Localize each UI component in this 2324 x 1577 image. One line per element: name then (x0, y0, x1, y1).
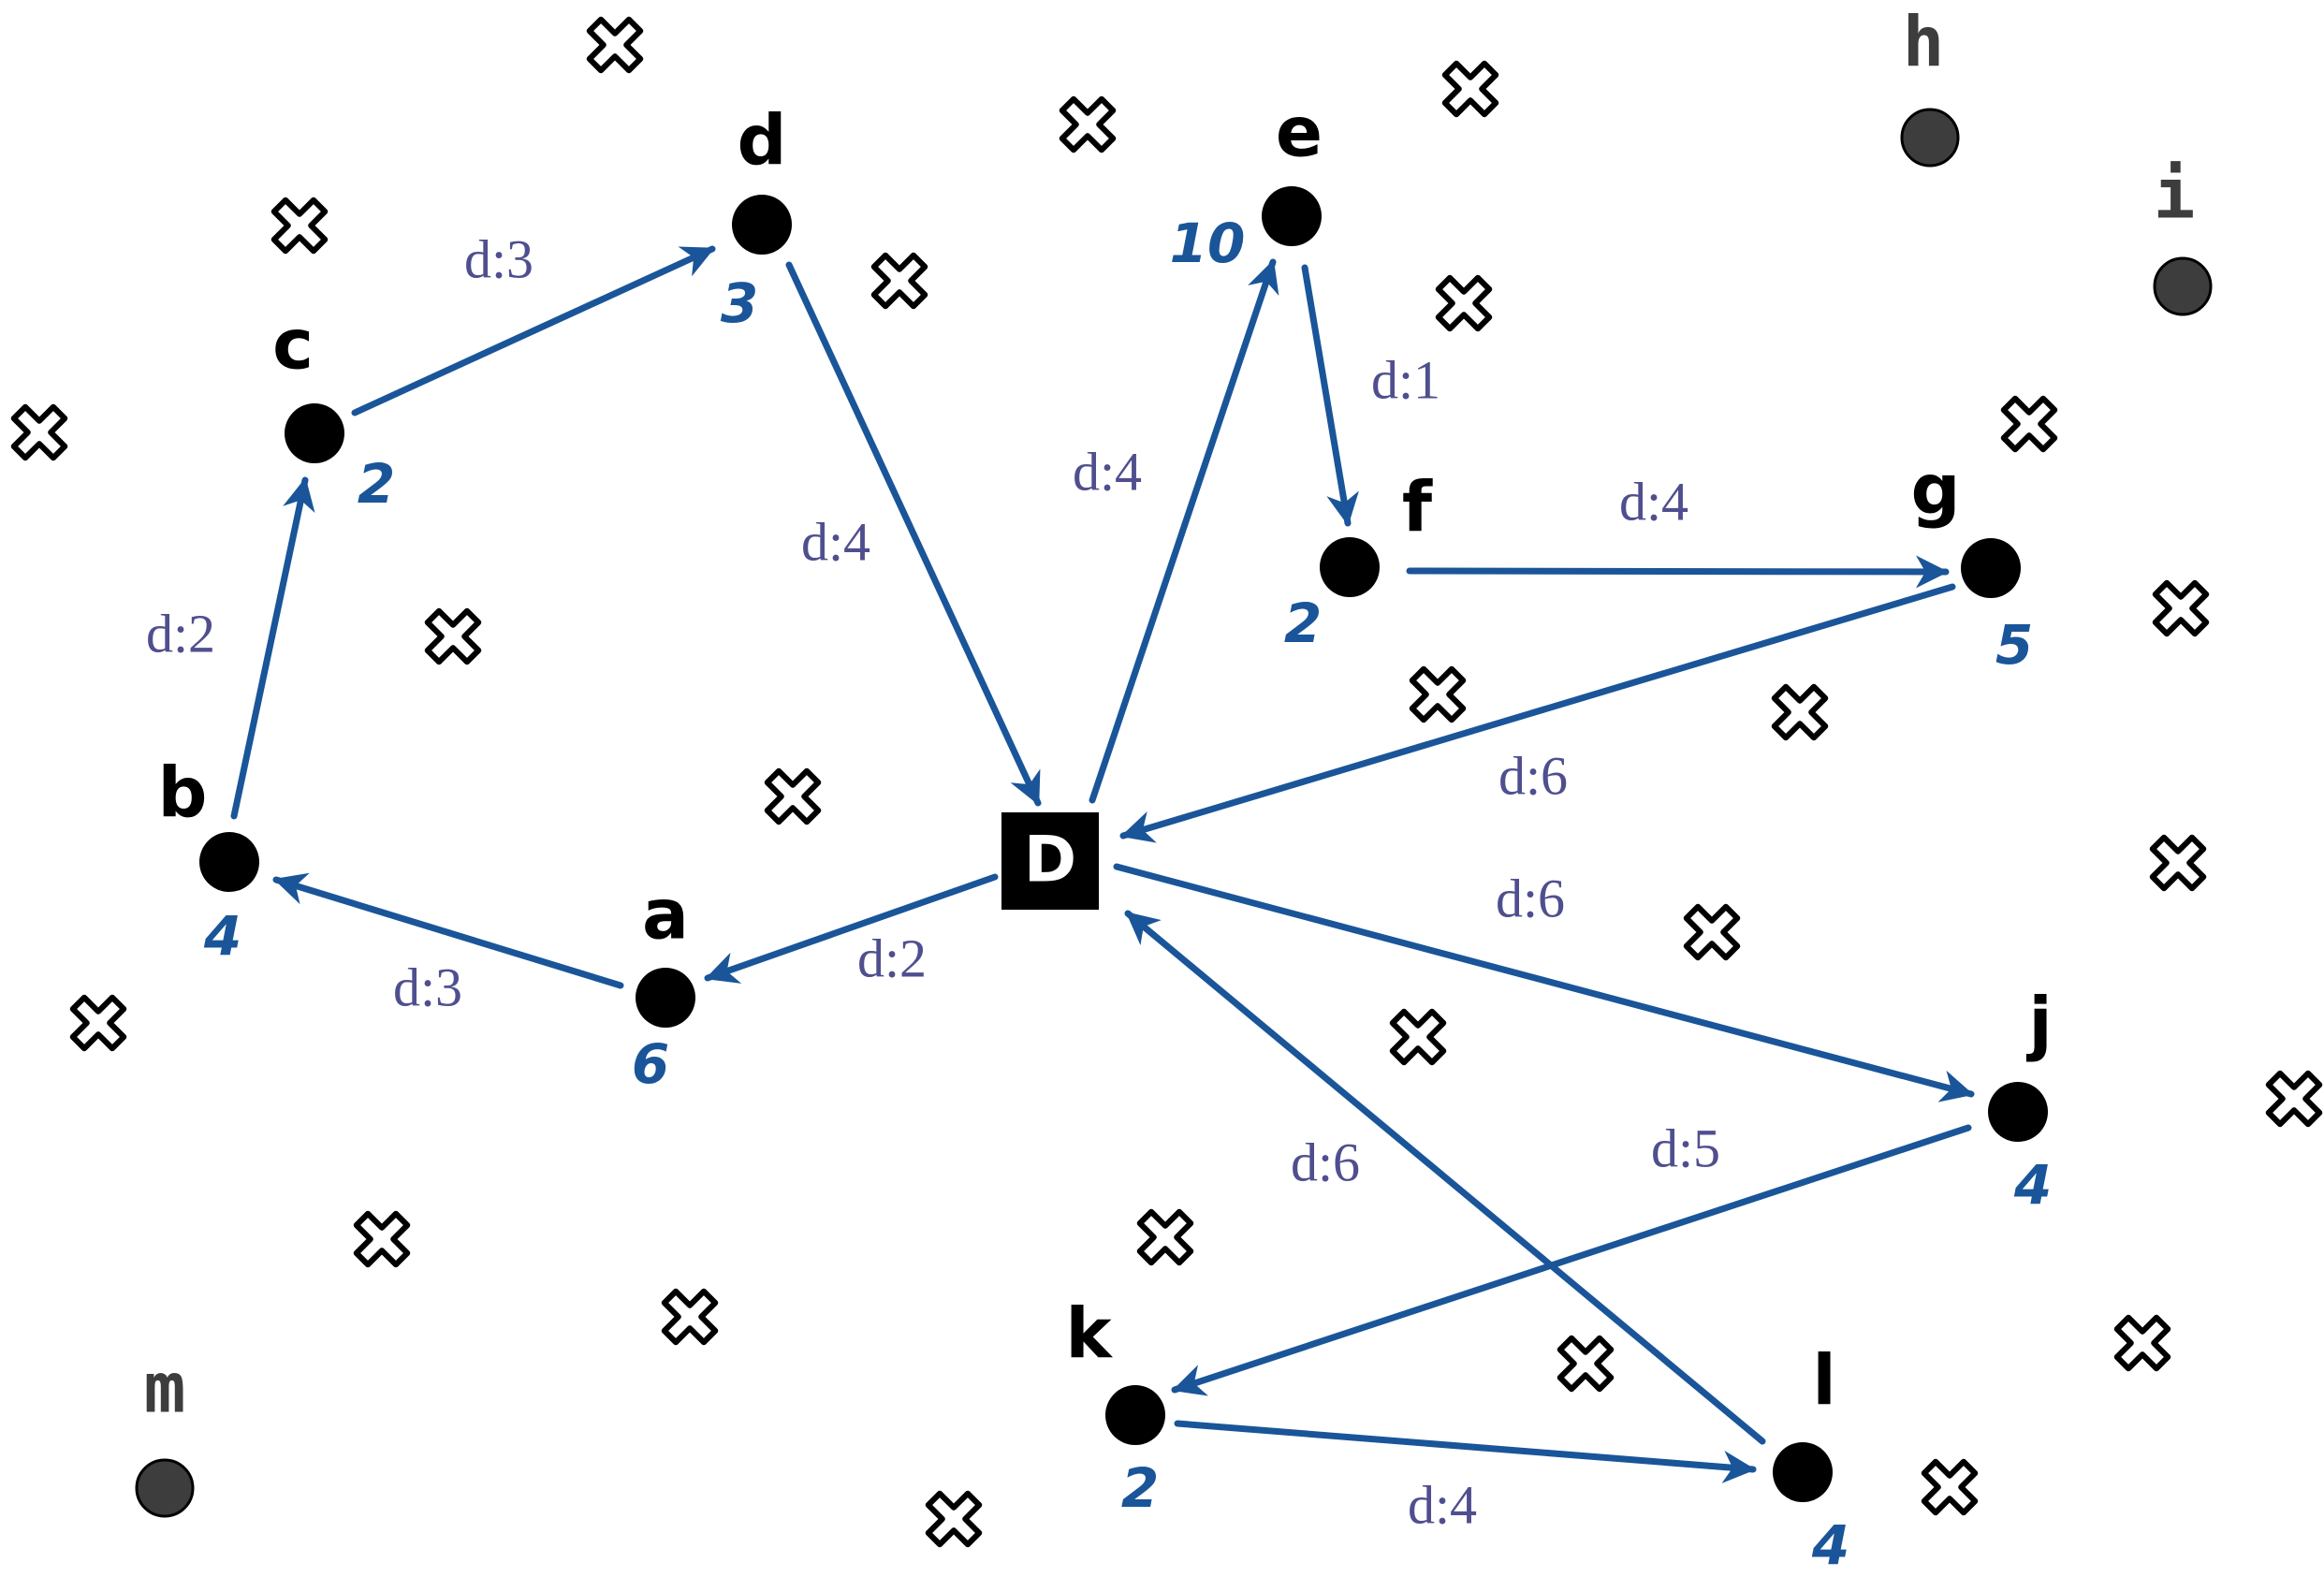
node-b-value: 4 (203, 904, 241, 968)
edge-D-a-arrow (704, 873, 999, 984)
edge-l-D-arrow (1124, 910, 1766, 1445)
edge-f-g-label: d:4 (1619, 471, 1688, 532)
x-cross-icon (590, 20, 640, 70)
x-cross-icon (767, 771, 818, 822)
node-j-label: j (2025, 984, 2052, 1064)
node-e-label: e (1276, 93, 1323, 173)
x-cross-icon (1393, 1012, 1443, 1062)
edge-b-c-arrow (230, 476, 315, 820)
edge-g-D-arrow (1119, 583, 1956, 843)
edge-l-D-label: d:6 (1291, 1132, 1360, 1192)
edge-k-l-label: d:4 (1408, 1474, 1477, 1535)
x-cross-icon (2004, 399, 2054, 449)
edge-D-e-label: d:4 (1073, 441, 1142, 502)
node-g-label: g (1911, 450, 1961, 531)
edge-D-e-arrow (1089, 258, 1279, 804)
x-cross-icon (928, 1494, 979, 1544)
edge-layer (230, 245, 1975, 1483)
node-k-label: k (1065, 1294, 1113, 1375)
node-g-dot (1961, 538, 2021, 598)
node-f-label: f (1402, 468, 1433, 548)
x-cross-icon (1560, 1338, 1611, 1389)
x-cross-icon (274, 200, 325, 251)
x-cross-icon (1445, 64, 1496, 114)
edge-d-D-label: d:4 (801, 511, 870, 572)
x-cross-icon (1775, 687, 1825, 737)
node-l-label: l (1812, 1341, 1835, 1422)
node-m-dot (135, 1458, 195, 1518)
node-k-dot (1105, 1385, 1165, 1445)
x-cross-icon (1439, 278, 1489, 329)
node-m-label: m (144, 1349, 186, 1429)
node-f-value: 2 (1284, 591, 1322, 655)
node-layer: Da 6 b 4 c 2 d 3 e 10 f 2 g 5 h i j 4 k 2 l 4 m (135, 3, 2213, 1577)
edge-f-g-arrow (1406, 555, 1950, 589)
node-j-value: 4 (2013, 1153, 2052, 1217)
node-i-label: i (2154, 154, 2196, 235)
x-cross-icon (2153, 838, 2203, 888)
edge-c-d-label: d:3 (464, 228, 533, 289)
x-cross-icon (2156, 583, 2206, 634)
edge-D-j-arrow (1113, 863, 1975, 1102)
node-b-label: b (158, 753, 208, 834)
x-cross-icon (665, 1292, 715, 1342)
node-c-value: 2 (358, 452, 395, 516)
obstacle-layer (14, 20, 2319, 1544)
node-h-dot (1900, 108, 1960, 168)
edge-d-D-arrow (785, 261, 1042, 807)
node-a-value: 6 (632, 1032, 669, 1096)
node-b-dot (199, 832, 259, 892)
node-g-value: 5 (1995, 613, 2033, 677)
edge-b-c-label: d:2 (146, 603, 215, 664)
node-c-dot (285, 403, 344, 463)
node-f-dot (1320, 537, 1380, 597)
edge-a-b-label: d:3 (393, 956, 462, 1017)
edge-a-b-arrow (272, 872, 624, 989)
x-cross-icon (1924, 1462, 1975, 1512)
node-e-dot (1262, 186, 1322, 246)
node-d-dot (732, 195, 792, 255)
node-d-value: 3 (721, 271, 758, 335)
x-cross-icon (73, 998, 124, 1048)
edge-e-f-arrow (1301, 264, 1359, 527)
edge-j-k-arrow (1171, 1124, 1972, 1396)
x-cross-icon (357, 1214, 407, 1264)
node-l-value: 4 (1811, 1513, 1849, 1577)
x-cross-icon (14, 407, 65, 458)
edge-c-d-arrow (351, 245, 716, 416)
edge-D-a-label: d:2 (857, 927, 927, 988)
node-e-value: 10 (1170, 212, 1246, 275)
edge-label-layer: d:2 d:3 d:2 d:3 d:4 d:4 d:1 d:4 d:6 d:6 d:5 d:4 d:6 (146, 228, 1720, 1535)
x-cross-icon (874, 256, 925, 306)
x-cross-icon (428, 611, 478, 662)
x-cross-icon (1412, 669, 1463, 720)
node-h-label: h (1903, 3, 1945, 83)
x-cross-icon (2117, 1318, 2168, 1368)
x-cross-icon (1062, 99, 1113, 150)
node-c-label: c (272, 305, 314, 386)
edge-e-f-label: d:1 (1371, 349, 1440, 410)
node-j-dot (1988, 1082, 2048, 1142)
node-a-dot (636, 968, 695, 1028)
node-a-label: a (642, 875, 689, 956)
x-cross-icon (1140, 1212, 1191, 1263)
node-k-value: 2 (1121, 1456, 1159, 1520)
edge-k-l-arrow (1174, 1420, 1757, 1483)
node-d-label: d (738, 101, 787, 182)
x-cross-icon (2269, 1073, 2319, 1124)
depot-label: D (1024, 824, 1076, 898)
edge-j-k-label: d:5 (1651, 1117, 1720, 1178)
x-cross-icon (1687, 907, 1737, 957)
edge-g-D-label: d:6 (1498, 745, 1568, 806)
depot-square (1001, 812, 1099, 910)
node-i-dot (2153, 256, 2213, 316)
node-l-dot (1773, 1442, 1833, 1502)
edge-D-j-label: d:6 (1496, 868, 1565, 928)
